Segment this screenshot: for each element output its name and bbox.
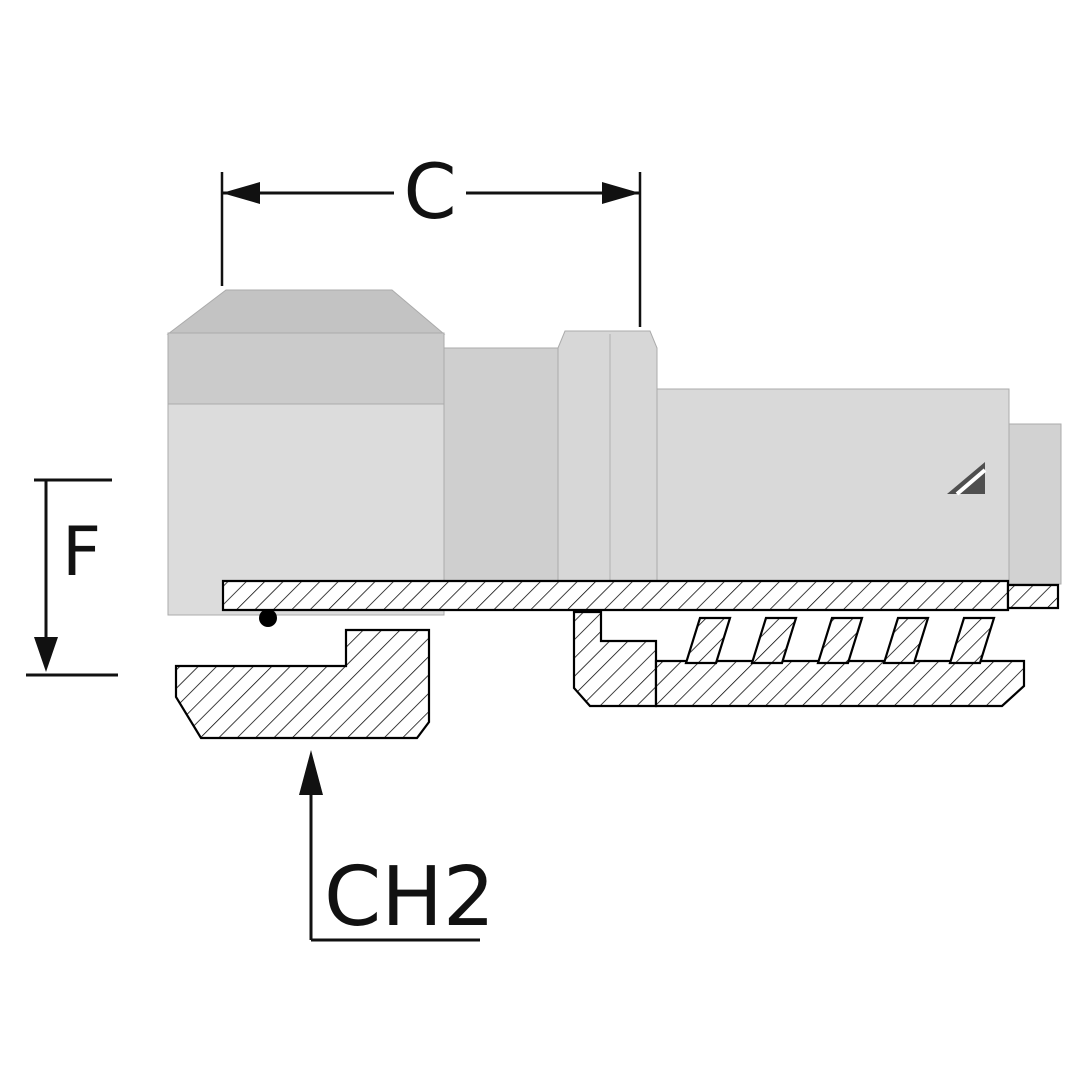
ferrule-band-section (654, 659, 1026, 708)
swivel-nut-section (174, 628, 431, 740)
dimension-ch2: CH2 (299, 750, 495, 945)
body-section (572, 610, 658, 708)
arrow-up-icon (299, 750, 323, 795)
hose-stop-collar (557, 330, 658, 585)
swivel-nut-upper-band (167, 332, 445, 405)
o-ring-seal (259, 609, 277, 627)
ferrule-tooth (684, 616, 732, 665)
brand-logo-triangle (947, 462, 985, 494)
ferrule-shell (656, 388, 1010, 585)
dim-c-label: C (403, 147, 456, 236)
body-neck (443, 347, 561, 585)
dimension-f: F (26, 478, 118, 677)
arrow-left-icon (222, 182, 260, 204)
swivel-nut-top-chamfer (166, 289, 446, 335)
brand-logo-icon (947, 462, 987, 496)
ferrule-tail (1008, 423, 1062, 585)
dim-ch2-label: CH2 (324, 850, 495, 945)
arrow-down-icon (34, 637, 58, 672)
section-cut-parts (174, 579, 1060, 740)
brand-logo-slash (955, 468, 987, 496)
ferrule-tooth (948, 616, 996, 665)
swivel-nut-face (167, 403, 445, 616)
dim-f-label: F (62, 513, 101, 592)
fitting-upper-body (166, 289, 1062, 616)
dimension-c: C (220, 147, 642, 327)
ferrule-tooth (816, 616, 864, 665)
ferrule-tooth (882, 616, 930, 665)
insert-tube-wall-section (221, 579, 1010, 612)
arrow-right-icon (602, 182, 640, 204)
insert-tail-wall-section (1006, 583, 1060, 610)
ferrule-tooth (750, 616, 798, 665)
